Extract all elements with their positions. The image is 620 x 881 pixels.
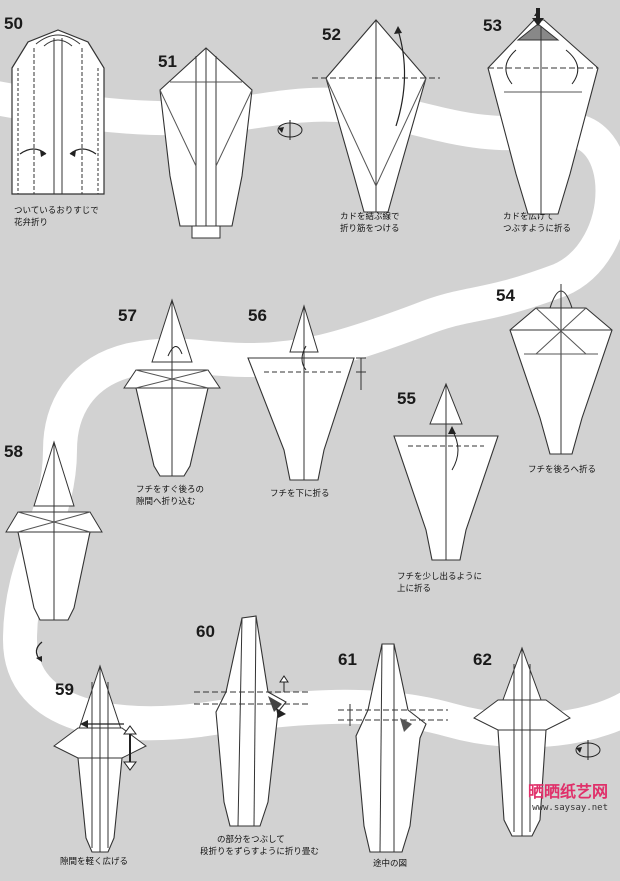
step-number-62: 62: [473, 650, 492, 669]
step-number-58: 58: [4, 442, 23, 461]
figure-step-62: [470, 644, 574, 840]
turn-over-icon-2: [575, 740, 601, 760]
turn-over-icon: [277, 120, 303, 140]
step-number-54: 54: [496, 286, 515, 305]
rotate-icon: [35, 641, 43, 662]
caption-53: カドを広げて つぶすように折る: [503, 212, 572, 234]
step-number-51: 51: [158, 52, 177, 71]
step-number-55: 55: [397, 389, 416, 408]
figure-step-50: [6, 28, 110, 200]
step-number-53: 53: [483, 16, 502, 35]
figure-step-51: [156, 46, 256, 242]
caption-57: フチをすぐ後ろの 隙間へ折り込む: [136, 485, 205, 507]
caption-50: ついているおりすじで 花弁折り: [14, 206, 99, 228]
figure-step-59: [48, 662, 152, 856]
step-number-50: 50: [4, 14, 23, 33]
caption-54: フチを後ろへ折る: [528, 465, 597, 475]
figure-step-52: [312, 16, 440, 216]
step-number-59: 59: [55, 680, 74, 699]
step-number-61: 61: [338, 650, 357, 669]
figure-step-54: [506, 278, 616, 460]
step-number-60: 60: [196, 622, 215, 641]
caption-60: の部分をつぶして 段折りをずらすように折り畳む: [200, 835, 319, 857]
figure-step-58: [2, 436, 106, 624]
figure-step-61: [338, 640, 448, 858]
step-number-52: 52: [322, 25, 341, 44]
step-number-56: 56: [248, 306, 267, 325]
caption-52: カドを結ぶ線で 折り筋をつける: [340, 212, 400, 234]
watermark: 晒晒纸艺网 www.saysay.net: [528, 778, 608, 813]
caption-59: 隙間を軽く広げる: [60, 857, 129, 867]
caption-56: フチを下に折る: [270, 489, 330, 499]
watermark-brand: 晒晒纸艺网: [527, 782, 608, 801]
figure-step-55: [390, 380, 502, 566]
figure-step-57: [120, 296, 224, 480]
figure-step-53: [478, 8, 608, 218]
caption-61: 途中の図: [373, 859, 408, 869]
caption-55: フチを少し出るように 上に折る: [397, 572, 483, 594]
figure-step-60: [194, 612, 310, 834]
step-number-57: 57: [118, 306, 137, 325]
figure-step-56: [244, 300, 368, 486]
watermark-url: www.saysay.net: [532, 803, 608, 813]
